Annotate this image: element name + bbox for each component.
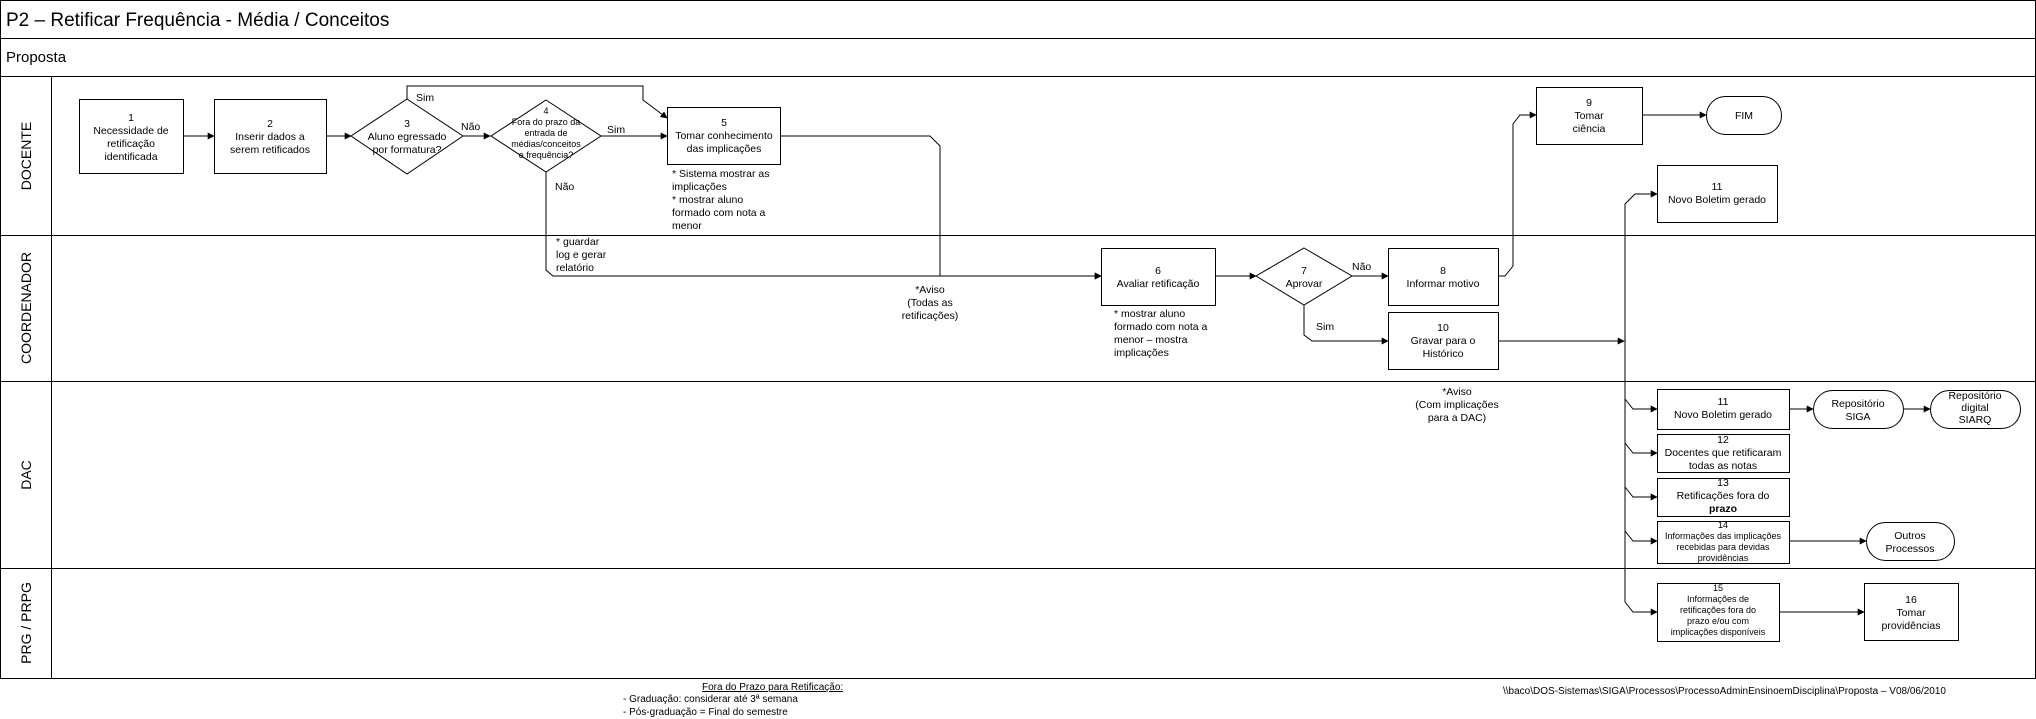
node-3-decision [350, 98, 464, 175]
connectors [184, 85, 1931, 616]
arrow-hub-15 [1624, 601, 1658, 616]
node-outros-processos [1866, 522, 1955, 561]
arrow-4-6-nao [545, 170, 1102, 280]
node-15 [1657, 583, 1780, 642]
node-6 [1101, 248, 1216, 306]
arrow-8-9 [1499, 111, 1537, 277]
label-sim-4: Sim [607, 124, 625, 136]
node-1 [79, 99, 184, 174]
node-2 [214, 99, 327, 174]
node-repositorio-siga [1813, 390, 1904, 429]
node-5 [667, 107, 781, 165]
node-11-dac [1657, 389, 1790, 430]
lane-label-coordenador: COORDENADOR [18, 252, 34, 364]
arrow-7-10-sim [1303, 305, 1389, 345]
label-sim-7: Sim [1316, 321, 1334, 333]
node-fim [1706, 96, 1782, 135]
arrow-hub-11b [1624, 398, 1658, 413]
arrow-hub-14 [1624, 530, 1658, 545]
label-nao-7: Não [1352, 261, 1371, 273]
node-11-docente [1657, 165, 1778, 223]
arrow-hub-12 [1624, 442, 1658, 457]
node-7-decision [1255, 247, 1353, 306]
lane-label-docente: DOCENTE [18, 122, 34, 190]
node-12 [1657, 434, 1790, 473]
arrow-hub-13 [1624, 486, 1658, 501]
node-8 [1388, 248, 1499, 306]
lane-label-prg-prpg: PRG / PRPG [18, 582, 34, 664]
lane-label-dac: DAC [18, 460, 34, 490]
arrow-hub-11a [1624, 190, 1658, 602]
shapes [79, 87, 2021, 642]
label-nao-4: Não [555, 181, 574, 193]
node-14 [1657, 521, 1790, 564]
node-4-decision [490, 99, 602, 173]
arrow-5-6 [781, 135, 1102, 280]
footer-line-pos: - Pós-graduação = Final do semestre [623, 707, 788, 718]
node-13 [1657, 478, 1790, 517]
node-fim-text: FIM [1735, 110, 1753, 122]
arrow-3-5-sim [406, 85, 668, 119]
footer-file-path: \\baco\DOS-Sistemas\SIGA\Processos\Proce… [1503, 686, 1946, 697]
page-subtitle: Proposta [6, 49, 67, 66]
label-nao-3: Não [461, 121, 480, 133]
node-10 [1388, 312, 1499, 370]
node-16 [1864, 583, 1959, 641]
node-9 [1536, 87, 1643, 145]
footer-line-graduacao: - Graduação: considerar até 3ª semana [623, 694, 798, 705]
page-title: P2 – Retificar Frequência - Média / Conc… [6, 10, 389, 31]
footer-heading: Fora do Prazo para Retificação: [702, 682, 843, 693]
label-sim-3: Sim [416, 92, 434, 104]
node-repositorio-siarq [1930, 390, 2021, 429]
